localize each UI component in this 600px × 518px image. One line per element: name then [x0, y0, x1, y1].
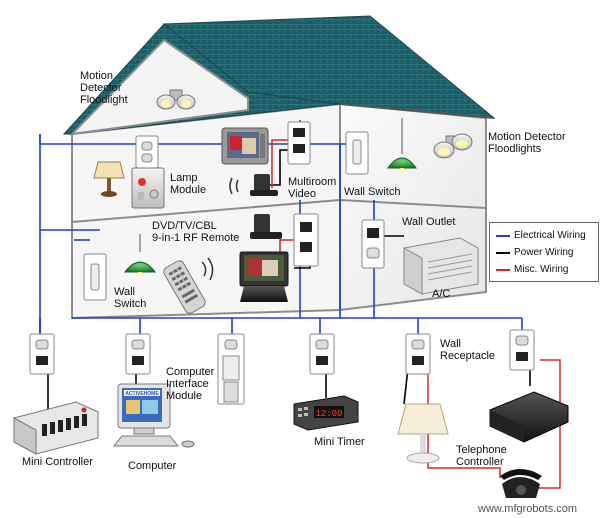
watermark-text: www.mfgrobots.com — [478, 503, 578, 515]
mini-controller-device — [13, 401, 99, 455]
tv-upper — [221, 127, 269, 165]
video-outlet-upper — [287, 121, 311, 165]
rf-signal-waves — [201, 257, 214, 281]
telephone-controller-device — [489, 391, 569, 443]
pendant-lamp-lower — [123, 234, 157, 276]
legend-label-misc: Misc. Wiring — [514, 264, 569, 275]
tv-lower — [239, 251, 289, 302]
label-wall-switch-upper: Wall Switch — [344, 186, 401, 198]
wall-switch-upper-device — [345, 131, 369, 175]
floodlight-right — [433, 133, 473, 159]
video-sender-lower — [250, 214, 282, 239]
video-outlet-lower — [293, 213, 319, 267]
label-ac: A/C — [432, 288, 451, 300]
label-mini-timer: Mini Timer — [314, 436, 365, 448]
legend-swatch-electrical — [496, 235, 510, 237]
computer-screen-text: ACTIVEHOME — [125, 391, 159, 397]
label-multiroom-video: Multiroom Video — [288, 176, 337, 200]
rf-remote — [163, 260, 206, 314]
pendant-lamp-upper — [387, 118, 417, 172]
lamp-ground — [397, 403, 449, 464]
ground-outlets — [29, 329, 535, 405]
table-lamp — [93, 161, 125, 197]
label-lamp-module: Lamp Module — [170, 172, 207, 196]
lamp-module — [131, 167, 165, 209]
label-computer: Computer — [128, 460, 177, 472]
label-dvd-remote: DVD/TV/CBL 9-in-1 RF Remote — [152, 220, 240, 244]
label-wall-receptacle: Wall Receptacle — [440, 338, 496, 362]
mini-timer-device: 12:00 — [293, 395, 359, 431]
wiring-legend: Electrical Wiring Power Wiring Misc. Wir… — [489, 222, 599, 282]
legend-label-electrical: Electrical Wiring — [514, 230, 586, 241]
legend-swatch-power — [496, 252, 510, 254]
telephone-device — [500, 469, 542, 498]
label-wall-outlet: Wall Outlet — [402, 216, 456, 228]
gable — [69, 38, 249, 136]
label-motion-detector-floodlight-left: Motion Detector Floodlight — [80, 70, 128, 106]
timer-display: 12:00 — [315, 409, 342, 419]
label-telephone-controller: Telephone Controller — [456, 444, 507, 468]
label-mini-controller: Mini Controller — [22, 456, 93, 468]
label-motion-detector-floodlights-right: Motion Detector Floodlights — [488, 131, 566, 155]
video-sender-upper — [229, 174, 278, 196]
air-conditioner — [403, 237, 479, 295]
outlet-upper-left — [135, 135, 159, 169]
computer-device: ACTIVEHOME — [112, 383, 195, 448]
wall-switch-lower-device — [83, 253, 107, 301]
wall-outlet-device — [361, 219, 385, 269]
label-computer-interface-module: Computer Interface Module — [166, 366, 215, 402]
label-wall-switch-lower: Wall Switch — [114, 286, 147, 310]
legend-swatch-misc — [496, 269, 510, 271]
floodlight-left — [156, 89, 196, 110]
legend-label-power: Power Wiring — [514, 247, 574, 258]
